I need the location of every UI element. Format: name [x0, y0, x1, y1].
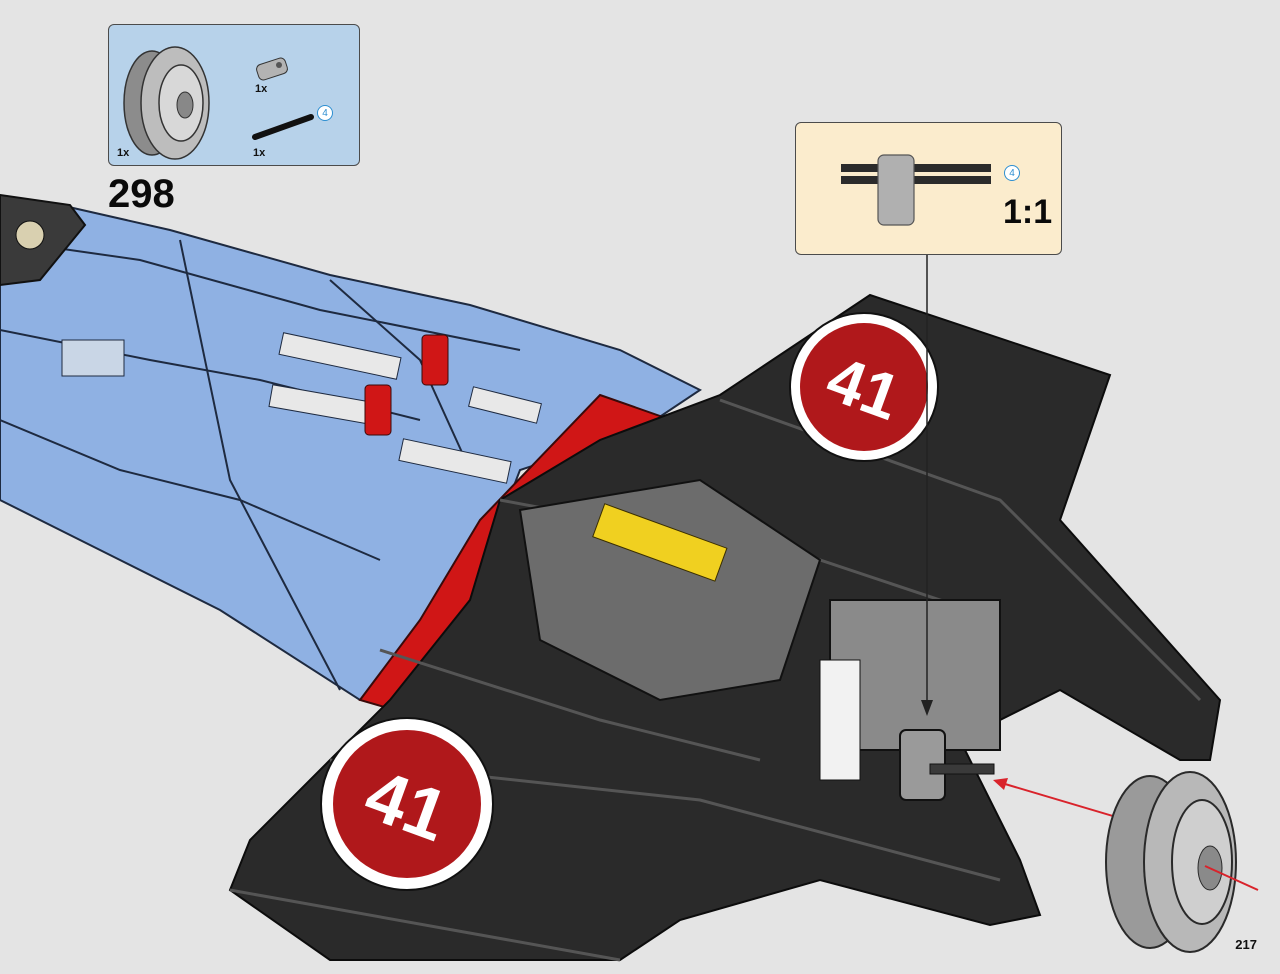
number-decal: 41: [320, 717, 494, 891]
blue-body: [0, 198, 702, 702]
number-decal: 41: [789, 312, 939, 462]
scale-art: [841, 154, 991, 226]
axle-quantity: 1x: [253, 147, 266, 159]
parts-art: [123, 46, 314, 160]
axle-icon: [252, 114, 314, 140]
connector-quantity: 1x: [255, 83, 268, 95]
wheel-rim: [1105, 771, 1237, 953]
parts-callout: 1x 1x 1x 4: [108, 24, 360, 166]
scale-callout: 4: [795, 122, 1062, 255]
rim-icon: [123, 46, 210, 160]
axle-length-badge: 4: [1004, 165, 1020, 181]
page-number: 217: [1235, 937, 1257, 952]
axle-length-badge: 4: [317, 105, 333, 121]
connector-icon: [256, 57, 288, 81]
axle-scale-icon: [841, 154, 991, 226]
rim-quantity: 1x: [117, 147, 130, 159]
step-number: 298: [108, 172, 175, 216]
scale-label: 1:1: [1003, 193, 1053, 231]
